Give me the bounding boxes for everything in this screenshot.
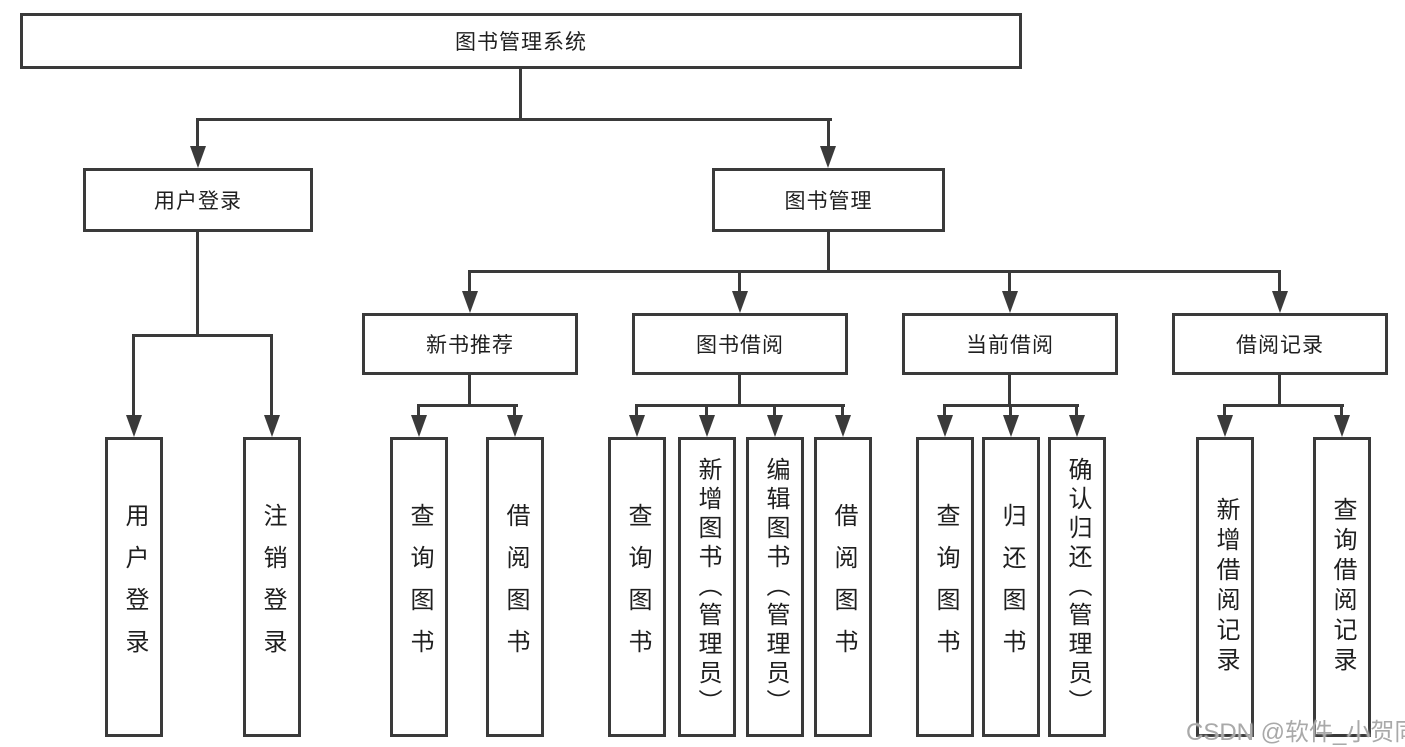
- node-current-borrow: 当前借阅: [902, 313, 1118, 375]
- connector-stub: [1008, 373, 1011, 406]
- connector-drop: [705, 404, 708, 420]
- node-book-borrow: 图书借阅: [632, 313, 848, 375]
- connector-drop: [513, 404, 516, 420]
- leaf-edit-book-admin: 编辑图书（管理员）: [746, 437, 804, 737]
- arrow-down-icon: [190, 146, 206, 168]
- connector-level2-rail: [196, 118, 832, 121]
- arrow-down-icon: [1217, 415, 1233, 437]
- connector-drop: [738, 270, 741, 295]
- arrow-down-icon: [699, 415, 715, 437]
- connector-root-stub: [519, 67, 522, 121]
- connector-user-login-stub: [196, 230, 199, 336]
- connector-rail: [1223, 404, 1344, 407]
- connector-drop: [1075, 404, 1078, 420]
- connector-drop: [1009, 404, 1012, 420]
- leaf-label: 查询借阅记录: [1329, 497, 1356, 677]
- node-book-management: 图书管理: [712, 168, 945, 232]
- leaf-label: 查询图书: [624, 503, 651, 671]
- arrow-down-icon: [767, 415, 783, 437]
- leaf-query-books-1: 查询图书: [390, 437, 448, 737]
- connector-drop: [1278, 270, 1281, 295]
- connector-drop: [943, 404, 946, 420]
- leaf-add-borrow-record: 新增借阅记录: [1196, 437, 1254, 737]
- leaf-label: 新增借阅记录: [1212, 497, 1239, 677]
- connector-user-login-rail: [132, 334, 273, 337]
- arrow-down-icon: [126, 415, 142, 437]
- leaf-label: 借阅图书: [502, 503, 529, 671]
- arrow-down-icon: [937, 415, 953, 437]
- connector-level3-rail: [468, 270, 1281, 273]
- connector-drop: [468, 270, 471, 295]
- leaf-add-book-admin: 新增图书（管理员）: [678, 437, 736, 737]
- arrow-down-icon: [820, 146, 836, 168]
- connector-drop: [773, 404, 776, 420]
- connector-book-mgmt-stub: [827, 230, 830, 272]
- leaf-borrow-books-2: 借阅图书: [814, 437, 872, 737]
- arrow-down-icon: [411, 415, 427, 437]
- arrow-down-icon: [835, 415, 851, 437]
- arrow-down-icon: [1272, 291, 1288, 313]
- arrow-down-icon: [1003, 415, 1019, 437]
- leaf-query-books-2: 查询图书: [608, 437, 666, 737]
- connector-drop: [132, 334, 135, 420]
- connector-drop: [1008, 270, 1011, 295]
- node-user-login: 用户登录: [83, 168, 313, 232]
- connector-drop: [1340, 404, 1343, 420]
- leaf-label: 归还图书: [998, 503, 1025, 671]
- node-new-book-recommend: 新书推荐: [362, 313, 578, 375]
- arrow-down-icon: [1334, 415, 1350, 437]
- connector-drop: [270, 334, 273, 420]
- connector-rail: [417, 404, 518, 407]
- leaf-user-login: 用户登录: [105, 437, 163, 737]
- connector-drop: [417, 404, 420, 420]
- connector-drop: [841, 404, 844, 420]
- node-root-system: 图书管理系统: [20, 13, 1022, 69]
- connector-drop-book-mgmt: [827, 118, 830, 150]
- arrow-down-icon: [732, 291, 748, 313]
- arrow-down-icon: [264, 415, 280, 437]
- leaf-label: 新增图书（管理员）: [694, 456, 721, 718]
- leaf-label: 确认归还（管理员）: [1064, 456, 1091, 718]
- leaf-query-books-3: 查询图书: [916, 437, 974, 737]
- connector-stub: [738, 373, 741, 406]
- arrow-down-icon: [629, 415, 645, 437]
- connector-drop-user-login: [196, 118, 199, 150]
- leaf-label: 借阅图书: [830, 503, 857, 671]
- csdn-watermark: CSDN @软件_小贺同学: [1186, 719, 1405, 746]
- leaf-return-books: 归还图书: [982, 437, 1040, 737]
- connector-stub: [468, 373, 471, 406]
- leaf-label: 编辑图书（管理员）: [762, 456, 789, 718]
- leaf-borrow-books-1: 借阅图书: [486, 437, 544, 737]
- connector-stub: [1278, 373, 1281, 406]
- leaf-label: 注销登录: [259, 503, 286, 671]
- connector-rail: [635, 404, 845, 407]
- leaf-label: 查询图书: [932, 503, 959, 671]
- node-borrow-records: 借阅记录: [1172, 313, 1388, 375]
- leaf-query-borrow-record: 查询借阅记录: [1313, 437, 1371, 737]
- arrow-down-icon: [1069, 415, 1085, 437]
- leaf-logout: 注销登录: [243, 437, 301, 737]
- leaf-label: 查询图书: [406, 503, 433, 671]
- connector-drop: [635, 404, 638, 420]
- leaf-confirm-return-admin: 确认归还（管理员）: [1048, 437, 1106, 737]
- arrow-down-icon: [462, 291, 478, 313]
- connector-drop: [1223, 404, 1226, 420]
- arrow-down-icon: [1002, 291, 1018, 313]
- arrow-down-icon: [507, 415, 523, 437]
- leaf-label: 用户登录: [121, 503, 148, 671]
